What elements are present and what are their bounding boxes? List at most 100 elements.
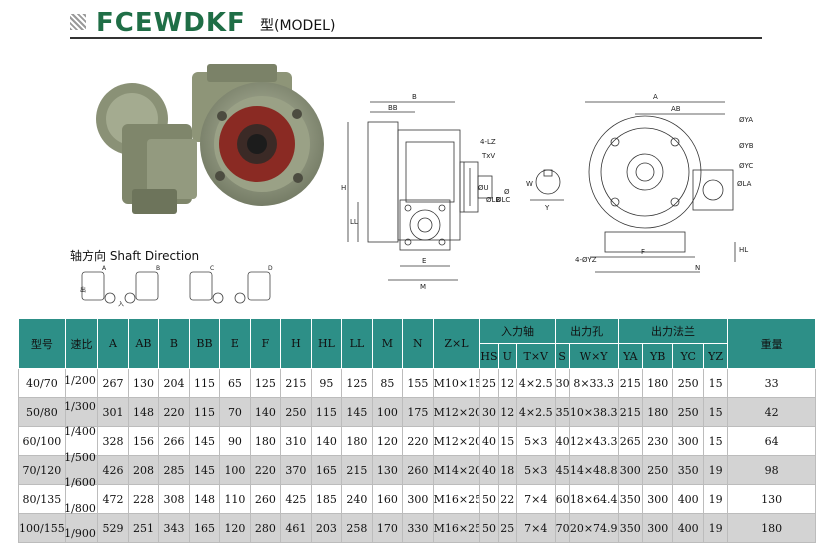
cell-a: 301 <box>97 397 129 427</box>
cell-u: 18 <box>497 455 517 485</box>
cell-wy: 10×38.3 <box>568 397 619 427</box>
ratio-value: 1/500 <box>64 450 96 464</box>
cell-ya: 350 <box>617 513 643 543</box>
cell-bb: 148 <box>188 484 221 514</box>
dim-e: E <box>422 257 426 265</box>
cell-e: 110 <box>219 484 251 514</box>
col-a: A <box>97 318 129 369</box>
cell-a: 426 <box>97 455 129 485</box>
cell-n: 220 <box>402 426 434 456</box>
cell-n: 175 <box>402 397 434 427</box>
cell-ll: 145 <box>341 397 373 427</box>
cell-weight: 42 <box>727 397 816 427</box>
cell-ya: 350 <box>617 484 643 514</box>
dim-hl: HL <box>739 246 748 254</box>
cell-yb: 250 <box>641 455 674 485</box>
col-weight: 重量 <box>727 318 816 369</box>
col-ll: LL <box>341 318 373 369</box>
group-input-shaft: 入力轴 <box>479 318 556 344</box>
cell-wy: 14×48.8 <box>568 455 619 485</box>
col-n: N <box>402 318 434 369</box>
dim-lc: ØLC <box>496 196 510 204</box>
cell-ab: 228 <box>127 484 160 514</box>
cell-yc: 350 <box>672 455 704 485</box>
cell-hs: 50 <box>479 484 499 514</box>
cell-weight: 98 <box>727 455 816 485</box>
cell-e: 100 <box>219 455 251 485</box>
cell-yc: 250 <box>672 397 704 427</box>
cell-bb: 145 <box>188 455 221 485</box>
cell-hs: 30 <box>479 397 499 427</box>
cell-ratio <box>64 426 99 456</box>
dim-f: F <box>641 248 645 256</box>
cell-weight: 64 <box>727 426 816 456</box>
cell-hl: 115 <box>310 397 343 427</box>
cell-h: 461 <box>280 513 312 543</box>
cell-tv: 5×3 <box>515 426 556 456</box>
col-zl: Z×L <box>432 318 481 369</box>
ratio-value: 1/300 <box>64 399 96 413</box>
cell-m: 170 <box>371 513 404 543</box>
cell-f: 280 <box>249 513 282 543</box>
col-f: F <box>249 318 282 369</box>
cell-f: 180 <box>249 426 282 456</box>
cell-f: 140 <box>249 397 282 427</box>
col-yc: YC <box>672 343 704 369</box>
cell-h: 310 <box>280 426 312 456</box>
cell-wy: 18×64.4 <box>568 484 619 514</box>
group-output-hole: 出力孔 <box>554 318 619 344</box>
cell-s: 40 <box>554 426 570 456</box>
ratio-value: 1/600 <box>64 476 96 489</box>
cell-wy: 12×43.3 <box>568 426 619 456</box>
cell-ll: 215 <box>341 455 373 485</box>
cell-ll: 125 <box>341 368 373 398</box>
cell-h: 370 <box>280 455 312 485</box>
cell-a: 267 <box>97 368 129 398</box>
dim-bb: BB <box>388 104 398 112</box>
cell-s: 35 <box>554 397 570 427</box>
cell-u: 15 <box>497 426 517 456</box>
ratio-value: 1/900 <box>64 527 96 540</box>
cell-hl: 165 <box>310 455 343 485</box>
cell-h: 250 <box>280 397 312 427</box>
cell-yc: 400 <box>672 484 704 514</box>
gearbox-photo <box>96 64 324 214</box>
cell-bb: 115 <box>188 368 221 398</box>
cell-ab: 251 <box>127 513 160 543</box>
cell-ab: 130 <box>127 368 160 398</box>
product-title: FCEWDKF <box>96 8 246 38</box>
cell-a: 328 <box>97 426 129 456</box>
cell-model: 60/100 <box>18 426 66 456</box>
cell-hs: 40 <box>479 455 499 485</box>
dim-m: M <box>420 283 426 291</box>
col-model: 型号 <box>18 318 66 369</box>
cell-f: 260 <box>249 484 282 514</box>
dim-yc: ØYC <box>739 162 753 170</box>
cell-ratio <box>64 397 99 427</box>
col-ab: AB <box>127 318 160 369</box>
cell-model: 70/120 <box>18 455 66 485</box>
cell-hl: 185 <box>310 484 343 514</box>
col-yb: YB <box>641 343 674 369</box>
cell-u: 25 <box>497 513 517 543</box>
cell-u: 22 <box>497 484 517 514</box>
cell-a: 529 <box>97 513 129 543</box>
cell-u: 12 <box>497 368 517 398</box>
cell-yz: 15 <box>702 368 729 398</box>
dim-b: B <box>412 93 417 101</box>
dim-4lz: 4-LZ <box>480 138 496 146</box>
cell-weight: 130 <box>727 484 816 514</box>
cell-zl: M12×20 <box>432 397 481 427</box>
cell-model: 100/155 <box>18 513 66 543</box>
cell-b: 308 <box>158 484 190 514</box>
dim-s: ØS <box>504 188 510 196</box>
ratio-value: 1/800 <box>64 501 96 515</box>
cell-yz: 19 <box>702 455 729 485</box>
cell-tv: 5×3 <box>515 455 556 485</box>
col-b: B <box>158 318 190 369</box>
cell-hs: 40 <box>479 426 499 456</box>
cell-ratio <box>64 513 99 543</box>
